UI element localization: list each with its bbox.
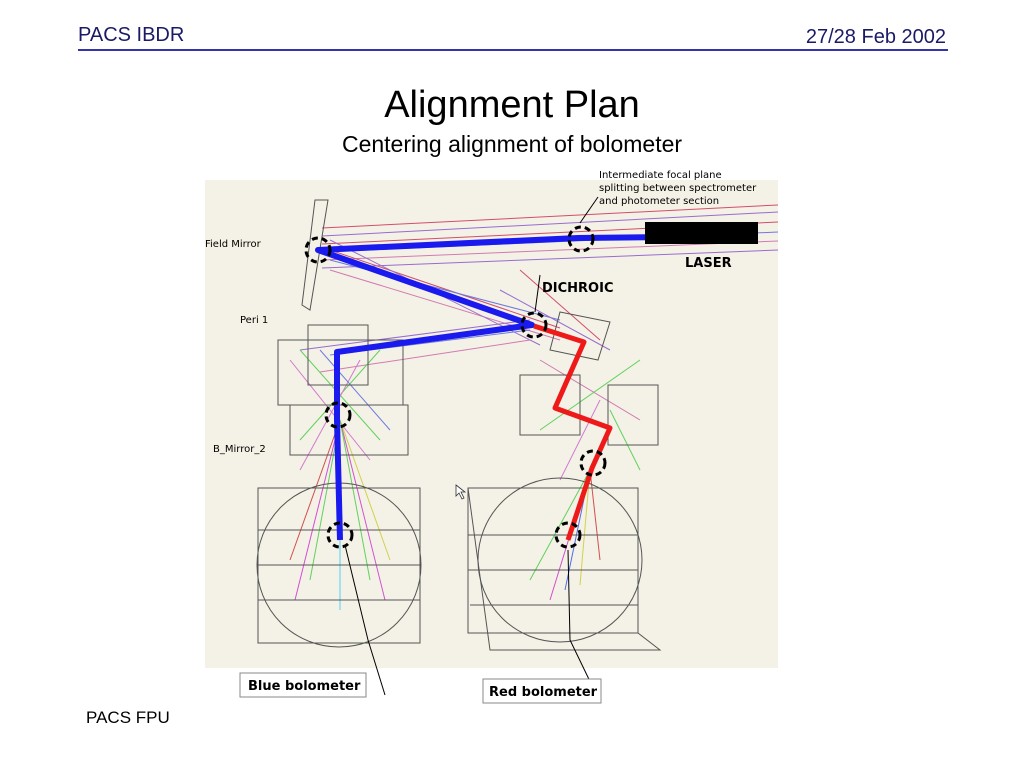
- label-dichroic: DICHROIC: [542, 281, 614, 296]
- target-b-mirror: [324, 401, 352, 429]
- red-beam: [533, 323, 613, 541]
- label-field-mirror: Field Mirror: [205, 239, 262, 250]
- footer-left: PACS FPU: [86, 708, 170, 727]
- target-dichroic: [520, 311, 548, 339]
- target-field-mirror: [304, 236, 332, 264]
- header-rule: [78, 49, 948, 51]
- label-laser: LASER: [685, 256, 732, 271]
- slide-subtitle: Centering alignment of bolometer: [341, 131, 683, 157]
- slide-title: Alignment Plan: [384, 84, 640, 126]
- label-intermediate-3: and photometer section: [599, 196, 719, 207]
- target-red-bolometer: [554, 521, 582, 549]
- header-left: PACS IBDR: [78, 24, 185, 46]
- label-peri: Peri 1: [240, 315, 268, 326]
- header-date: 27/28 Feb 2002: [805, 26, 946, 48]
- label-red-bolometer: Red bolometer: [489, 685, 598, 700]
- label-b-mirror: B_Mirror_2: [213, 444, 266, 455]
- target-red-intermediate: [579, 449, 607, 477]
- laser-body: [645, 222, 758, 244]
- red-bolometer-label-box: [482, 678, 602, 704]
- blue-beam: [315, 233, 759, 541]
- mechanical-outlines: [256, 199, 662, 651]
- mouse-cursor: [455, 484, 467, 500]
- alignment-targets: [304, 225, 607, 549]
- label-intermediate-2: splitting between spectrometer: [599, 183, 757, 194]
- blue-bolometer-label-box: [239, 672, 367, 698]
- target-blue-bolometer: [326, 521, 354, 549]
- label-blue-bolometer: Blue bolometer: [248, 679, 361, 694]
- target-focal-plane: [567, 225, 595, 253]
- label-intermediate-1: Intermediate focal plane: [599, 170, 722, 181]
